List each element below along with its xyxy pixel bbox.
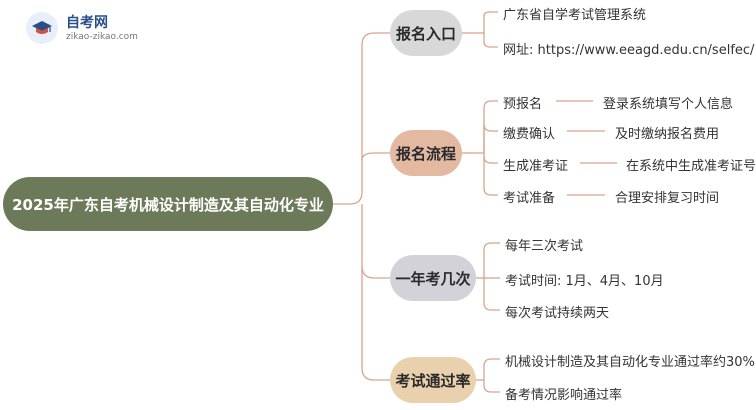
leaf-step: 预报名 <box>503 97 543 112</box>
leaf-item: 机械设计制造及其自动化专业通过率约30% <box>505 355 755 370</box>
leaf-step-detail: 及时缴纳报名费用 <box>615 127 720 142</box>
branch-label: 报名入口 <box>395 24 456 43</box>
leaf-step-detail: 在系统中生成准考证号 <box>626 159 756 174</box>
root-label: 2025年广东自考机械设计制造及其自动化专业 <box>12 195 324 214</box>
leaf-step-detail: 合理安排复习时间 <box>615 191 720 206</box>
leaf-item: 备考情况影响通过率 <box>505 388 623 403</box>
logo-name: 自考网 <box>66 15 108 31</box>
branch-label: 报名流程 <box>395 144 456 163</box>
site-logo[interactable]: 自考网 zikao-zikao.com <box>26 12 176 52</box>
leaf-url[interactable]: 网址: https://www.eeagd.edu.cn/selfec/ <box>503 43 755 58</box>
branch-label: 考试通过率 <box>395 371 471 390</box>
branch-registration-process: 报名流程 <box>390 130 462 176</box>
logo-url: zikao-zikao.com <box>66 32 138 42</box>
leaf-step-detail: 登录系统填写个人信息 <box>603 97 734 112</box>
branch-exams-per-year: 一年考几次 <box>390 255 476 301</box>
leaf-item: 广东省自学考试管理系统 <box>503 8 647 23</box>
branch-label: 一年考几次 <box>395 269 471 288</box>
leaf-step: 生成准考证 <box>503 159 569 174</box>
branch-registration-entry: 报名入口 <box>390 10 462 56</box>
root-node: 2025年广东自考机械设计制造及其自动化专业 <box>3 177 333 231</box>
leaf-item: 每次考试持续两天 <box>505 306 610 321</box>
leaf-item: 考试时间: 1月、4月、10月 <box>505 274 664 289</box>
leaf-item: 每年三次考试 <box>505 239 584 254</box>
branch-pass-rate: 考试通过率 <box>390 357 476 403</box>
leaf-step: 考试准备 <box>503 191 556 206</box>
graduation-cap-icon <box>26 12 58 44</box>
leaf-step: 缴费确认 <box>503 127 556 142</box>
